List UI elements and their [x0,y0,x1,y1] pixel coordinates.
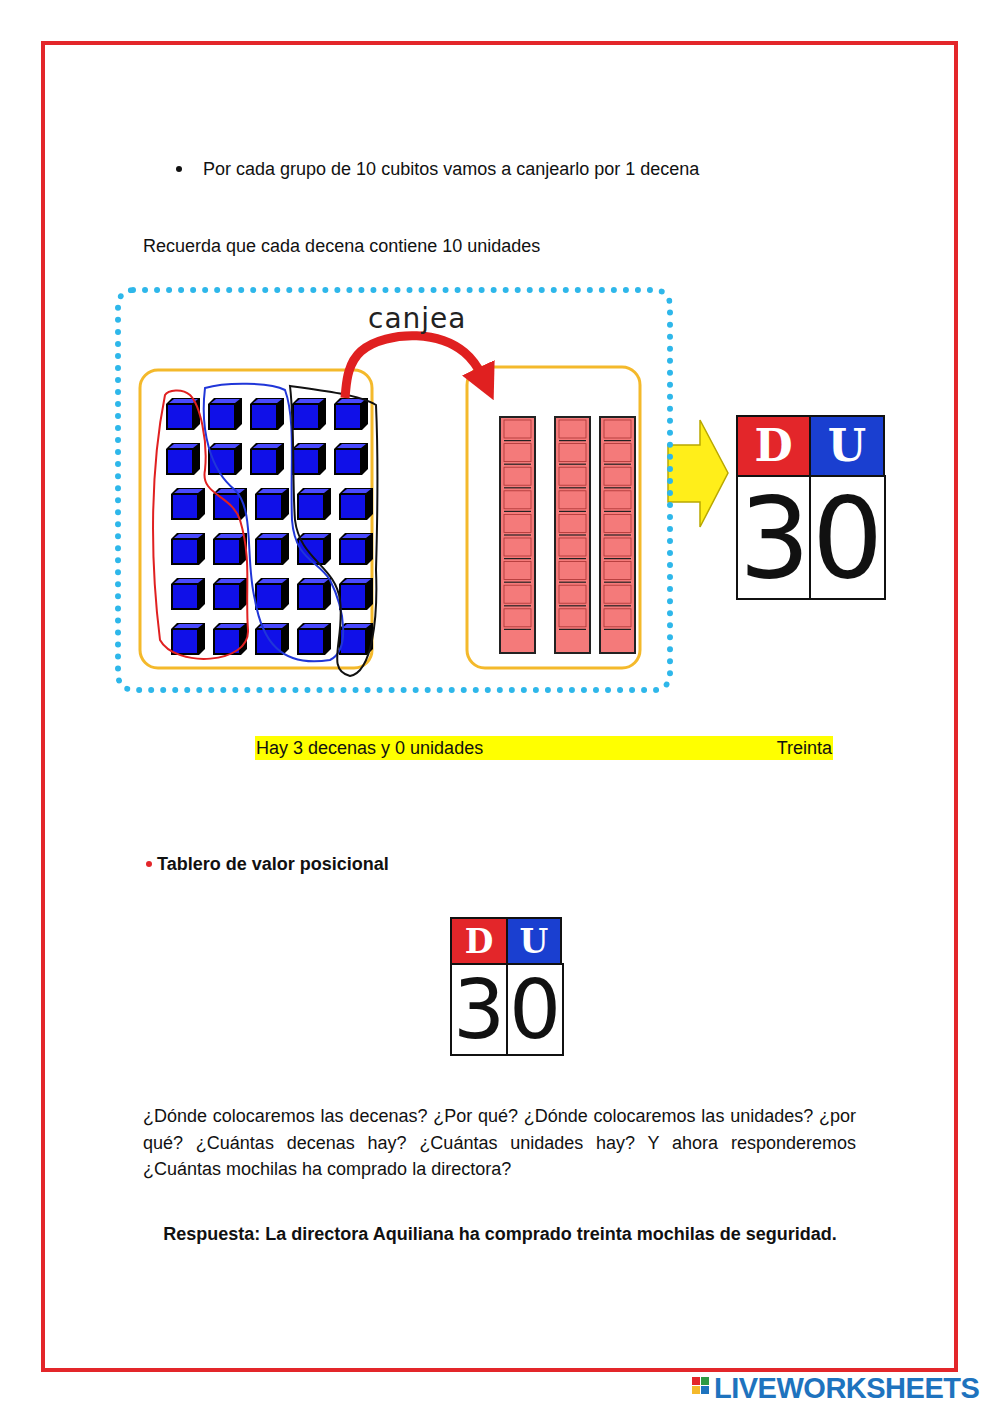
watermark: LIVEWORKSHEETS [714,1371,979,1405]
node-text: Hay 3 decenas y 0 unidades [256,737,483,759]
watermark-icon [692,1377,709,1394]
tens-digit: 3 [736,475,813,600]
page-border [43,43,956,1370]
node-text: canjea [368,303,466,335]
tens-header: D [736,415,811,477]
node-text: 0 [509,969,561,1051]
cubes-box [140,370,372,668]
node-text: Treinta [777,737,832,759]
node-text: 3 [739,482,810,594]
tens-box [467,367,640,668]
node-text: 3 [453,969,505,1051]
group-loop-blue [204,384,343,662]
instruction-text: Por cada grupo de 10 cubitos vamos a can… [203,157,699,181]
bullet-dot-red [146,861,152,867]
section-heading: Tablero de valor posicional [157,852,389,876]
group-loop-red [153,390,248,658]
units-header: U [506,917,562,965]
bullet-dot [176,166,182,172]
tens-digit: 3 [450,963,508,1056]
units-digit: 0 [809,475,886,600]
node-text: D [465,925,494,958]
node-text: 0 [812,482,883,594]
question-paragraph: ¿Dónde colocaremos las decenas? ¿Por qué… [143,1103,856,1183]
exchange-arrow [345,336,486,398]
exchange-panel: canjea [115,287,673,693]
ten-rods [500,417,635,653]
node-text: U [828,424,866,468]
answer-text: Respuesta: La directora Aquiliana ha com… [150,1221,850,1247]
reminder-text: Recuerda que cada decena contiene 10 uni… [143,234,540,258]
node-text: D [754,424,792,468]
result-arrow [668,420,728,527]
tens-header: D [450,917,508,965]
units-digit: 0 [506,963,564,1056]
node-text: U [520,925,549,958]
units-header: U [809,415,885,477]
result-band: Hay 3 decenas y 0 unidades Treinta [255,736,833,760]
group-loop-black [290,386,378,676]
